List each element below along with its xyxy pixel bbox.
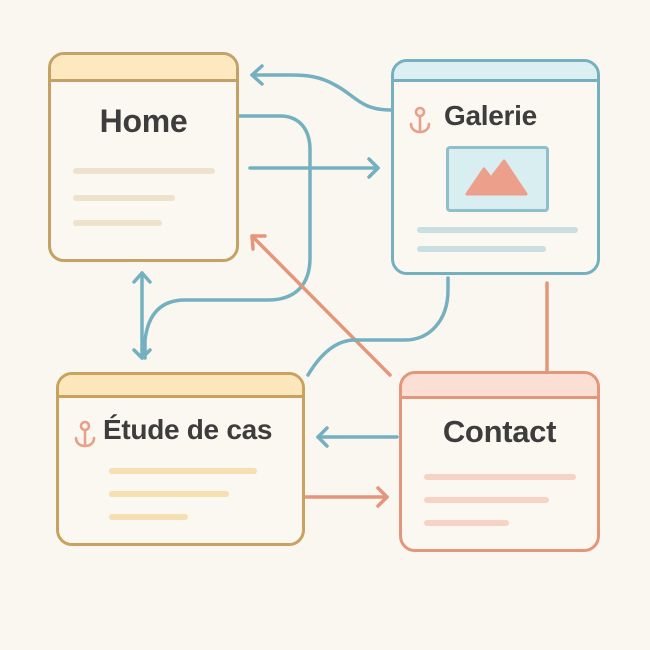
- text-line: [417, 246, 546, 252]
- page-card-contact[interactable]: Contact: [399, 371, 600, 552]
- arrow-home-etude-bidirectional: [132, 271, 152, 360]
- card-header: [59, 375, 302, 398]
- page-title-galerie: Galerie: [444, 100, 537, 131]
- connector-home-loop: [143, 114, 312, 360]
- text-line: [73, 195, 175, 201]
- text-line: [73, 220, 162, 226]
- page-title-etude-de-cas: Étude de cas: [103, 414, 273, 445]
- text-line: [417, 227, 578, 233]
- text-line: [424, 520, 509, 526]
- anchor-icon: [409, 106, 431, 134]
- text-line: [109, 514, 188, 520]
- mountain-image-icon: [465, 159, 528, 196]
- text-line: [424, 474, 576, 480]
- text-line: [109, 468, 257, 474]
- text-line: [73, 168, 215, 174]
- text-line: [424, 497, 549, 503]
- arrow-home-to-galerie: [248, 157, 380, 179]
- image-placeholder: [446, 146, 549, 212]
- text-line: [109, 491, 229, 497]
- page-card-home[interactable]: Home: [48, 52, 239, 262]
- page-card-galerie[interactable]: Galerie: [391, 59, 600, 275]
- card-header: [51, 55, 236, 82]
- anchor-icon: [74, 420, 96, 448]
- arrow-etude-to-contact: [304, 486, 389, 508]
- card-header: [394, 62, 597, 82]
- card-header: [402, 374, 597, 399]
- page-title-home: Home: [99, 103, 188, 139]
- arrow-contact-to-home: [250, 234, 392, 377]
- connector-galerie-to-etude: [306, 276, 450, 377]
- arrow-contact-to-etude: [316, 426, 399, 448]
- arrow-galerie-to-home: [250, 64, 393, 112]
- page-card-etude-de-cas[interactable]: Étude de cas: [56, 372, 305, 546]
- page-title-contact: Contact: [442, 414, 557, 449]
